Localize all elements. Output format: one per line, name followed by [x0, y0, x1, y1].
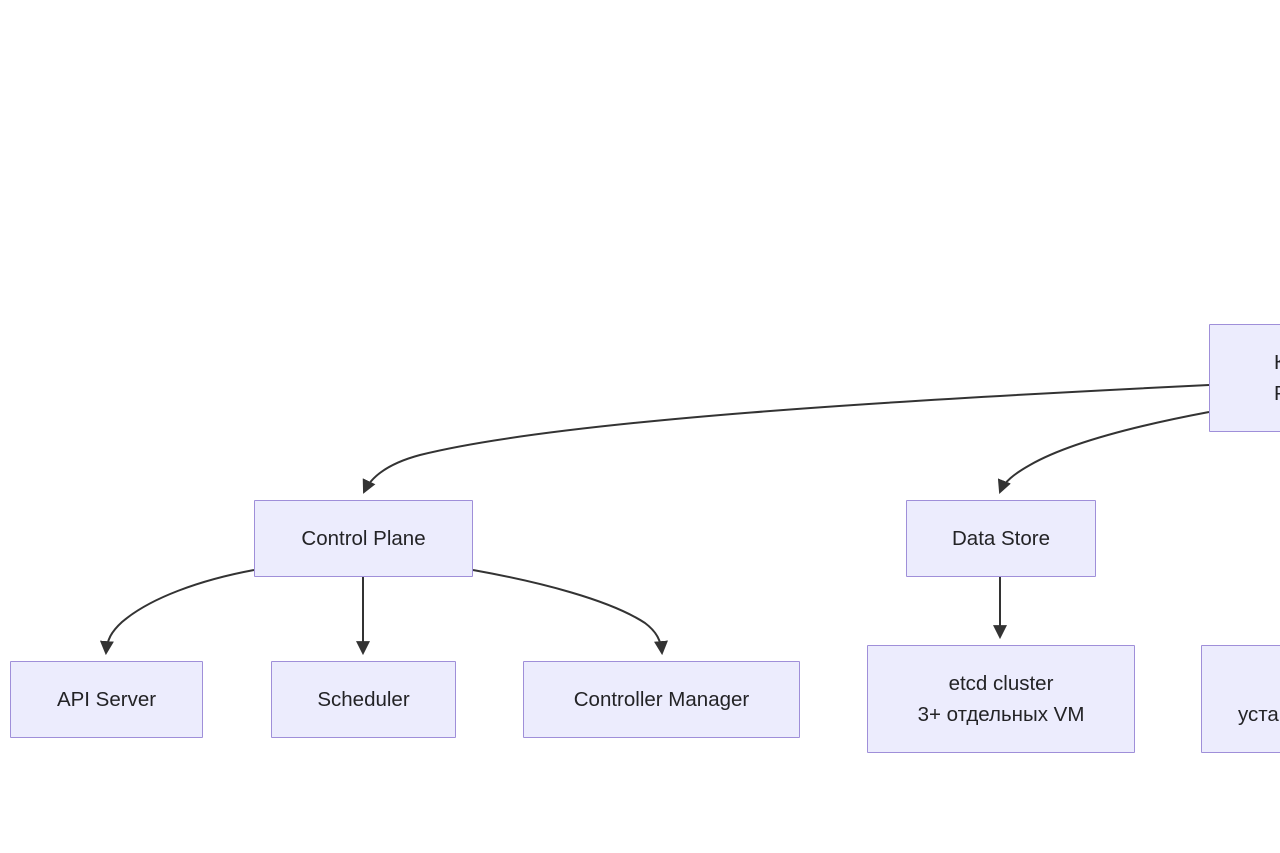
- edge-control-plane-to-controller-manager: [472, 569, 668, 656]
- node-root-label-line-2: Раз: [1274, 378, 1280, 409]
- node-root[interactable]: К Раз: [1209, 324, 1280, 432]
- node-control-plane[interactable]: Control Plane: [254, 500, 473, 577]
- node-etcd-cluster[interactable]: etcd cluster 3+ отдельных VM: [867, 645, 1135, 753]
- edge-root-to-data-store: [997, 411, 1210, 494]
- node-api-server[interactable]: API Server: [10, 661, 203, 738]
- node-data-store-label: Data Store: [952, 526, 1050, 550]
- node-api-server-label: API Server: [56, 687, 157, 711]
- node-scheduler[interactable]: Scheduler: [271, 661, 456, 738]
- node-data-store[interactable]: Data Store: [906, 500, 1096, 577]
- node-control-plane-label: Control Plane: [301, 526, 426, 550]
- node-root-label-line-1: К: [1274, 350, 1280, 374]
- edge-root-to-control-plane: [362, 384, 1210, 494]
- node-install[interactable]: уста: [1201, 645, 1280, 753]
- node-controller-manager-label: Controller Manager: [573, 687, 750, 711]
- node-controller-manager[interactable]: Controller Manager: [523, 661, 800, 738]
- node-etcd-cluster-label-line-1: etcd cluster: [948, 671, 1054, 695]
- node-scheduler-label: Scheduler: [317, 687, 410, 711]
- edge-control-plane-to-api-server: [99, 569, 255, 656]
- node-install-label: уста: [1238, 702, 1279, 726]
- node-etcd-cluster-label-line-2: 3+ отдельных VM: [917, 703, 1085, 726]
